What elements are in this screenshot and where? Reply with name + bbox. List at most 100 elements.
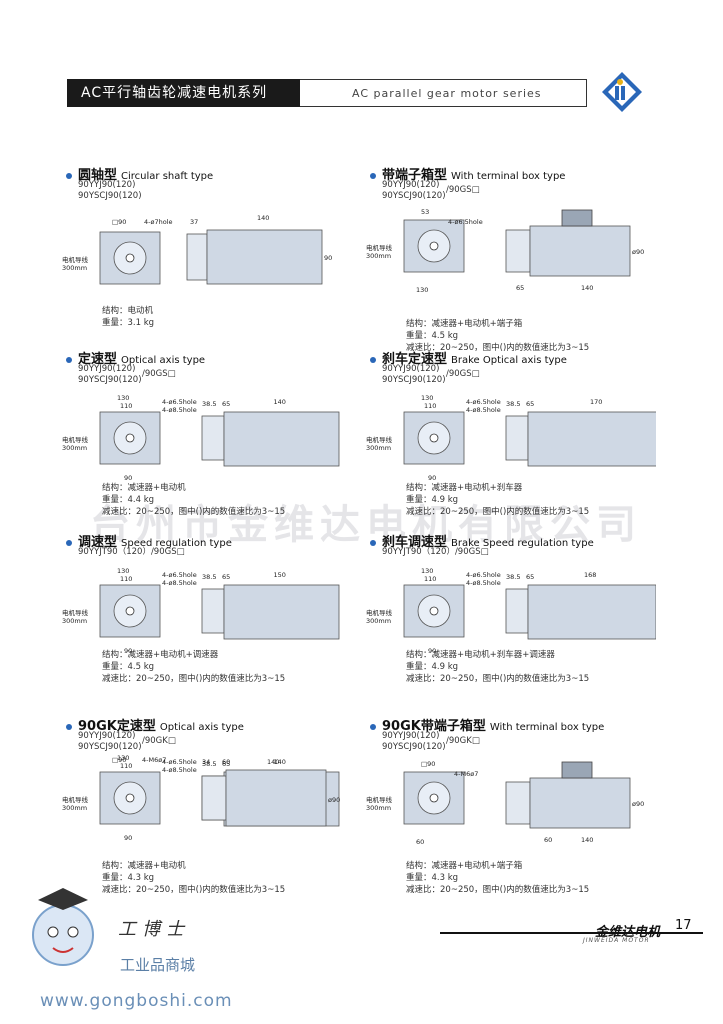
- series-title-en: AC parallel gear motor series: [300, 79, 587, 107]
- section-title-en: Brake Speed regulation type: [451, 538, 594, 549]
- svg-text:140: 140: [257, 214, 269, 222]
- gongboshi-mall: 工业品商城: [120, 956, 196, 974]
- svg-text:4-M6ø7: 4-M6ø7: [454, 770, 478, 778]
- bullet-icon: [66, 539, 72, 546]
- svg-text:□90: □90: [112, 756, 126, 764]
- spec-structure: 结构：减速器+电动机: [102, 861, 186, 871]
- gongboshi-name: 工博士: [118, 919, 190, 940]
- svg-text:60: 60: [416, 838, 424, 846]
- model-code: 90YYJT90（120）/90GS□: [382, 547, 489, 557]
- model-code: 90YSCJ90(120): [78, 375, 142, 385]
- svg-text:90: 90: [428, 647, 436, 655]
- svg-text:65: 65: [222, 400, 230, 408]
- svg-text:140: 140: [274, 758, 286, 766]
- spec-weight: 重量：3.1 kg: [102, 318, 155, 328]
- spec-weight: 重量：4.9 kg: [406, 662, 459, 672]
- footer-rule: [440, 932, 703, 934]
- spec-weight: 重量：4.3 kg: [102, 873, 155, 883]
- bullet-icon: [66, 723, 72, 730]
- section-title-en: Speed regulation type: [121, 538, 232, 549]
- svg-text:电机导线: 电机导线: [62, 255, 89, 264]
- section-title-cn: 90GK带端子箱型: [382, 719, 486, 734]
- svg-text:65: 65: [526, 400, 534, 408]
- svg-text:60: 60: [222, 758, 230, 766]
- section-title-en: Optical axis type: [159, 722, 244, 733]
- company-logo: [600, 70, 644, 114]
- section-title-en: Circular shaft type: [121, 171, 214, 182]
- svg-text:□90: □90: [421, 760, 435, 768]
- svg-text:4-ø8.5hole: 4-ø8.5hole: [162, 406, 197, 414]
- section-title-cn: 刹车定速型: [382, 352, 448, 367]
- page-number: 17: [675, 918, 692, 933]
- svg-text:37: 37: [190, 218, 198, 226]
- svg-text:130: 130: [117, 754, 129, 762]
- svg-text:130: 130: [421, 567, 433, 575]
- svg-text:电机导线: 电机导线: [366, 243, 393, 252]
- svg-text:60: 60: [544, 836, 552, 844]
- svg-text:4-ø8.5hole: 4-ø8.5hole: [466, 406, 501, 414]
- svg-text:150: 150: [274, 571, 286, 579]
- bullet-icon: [370, 539, 376, 546]
- spec-ratio: 减速比：20~250，图中()内的数值速比为3~15: [102, 674, 286, 684]
- bullet-icon: [370, 172, 376, 179]
- gongboshi-url[interactable]: www.gongboshi.com: [40, 991, 233, 1011]
- series-title-cn: AC平行轴齿轮减速电机系列: [67, 79, 300, 107]
- spec-ratio: 减速比：20~250，图中()内的数值速比为3~15: [406, 343, 590, 353]
- svg-text:90: 90: [124, 834, 132, 842]
- model-code: 90YSCJ90(120): [382, 742, 446, 752]
- svg-text:140: 140: [274, 398, 286, 406]
- spec-weight: 重量：4.5 kg: [406, 331, 459, 341]
- svg-text:300mm: 300mm: [62, 444, 87, 452]
- section-title-cn: 刹车调速型: [382, 535, 448, 550]
- bullet-icon: [66, 356, 72, 363]
- bullet-icon: [370, 356, 376, 363]
- svg-text:ø90: ø90: [632, 248, 644, 256]
- svg-text:ø90: ø90: [632, 800, 644, 808]
- model-suffix: /90GK□: [142, 736, 176, 746]
- svg-text:ø90: ø90: [328, 796, 340, 804]
- svg-text:300mm: 300mm: [366, 617, 391, 625]
- section-title-en: With terminal box type: [451, 171, 566, 182]
- model-code: 90YYJ90(120): [382, 731, 440, 741]
- svg-text:110: 110: [120, 575, 132, 583]
- svg-text:130: 130: [421, 394, 433, 402]
- section-title-cn: 调速型: [78, 535, 118, 550]
- model-code: 90YSCJ90(120): [78, 191, 142, 201]
- spec-structure: 结构：减速器+电动机+调速器: [102, 650, 219, 660]
- mascot-icon: [18, 880, 108, 980]
- section-title-cn: 90GK定速型: [78, 719, 156, 734]
- model-suffix: /90GS□: [446, 369, 480, 379]
- svg-text:110: 110: [424, 402, 436, 410]
- svg-text:4-ø6.5hole: 4-ø6.5hole: [162, 758, 197, 766]
- svg-text:38.5: 38.5: [202, 760, 216, 768]
- spec-structure: 结构：减速器+电动机+刹车器+调速器: [406, 650, 555, 660]
- section-title-cn: 圆轴型: [78, 168, 118, 183]
- svg-text:110: 110: [120, 402, 132, 410]
- model-code: 90YYJ90(120): [78, 180, 136, 190]
- svg-text:4-ø6.5hole: 4-ø6.5hole: [466, 398, 501, 406]
- svg-text:4-ø6.5hole: 4-ø6.5hole: [466, 571, 501, 579]
- model-suffix: /90GK□: [446, 736, 480, 746]
- spec-ratio: 减速比：20~250，图中()内的数值速比为3~15: [406, 885, 590, 895]
- svg-text:53: 53: [421, 208, 429, 216]
- svg-text:38.5: 38.5: [506, 573, 520, 581]
- model-code: 90YYJ90(120): [382, 364, 440, 374]
- svg-text:38.5: 38.5: [202, 400, 216, 408]
- svg-text:65: 65: [526, 573, 534, 581]
- svg-text:110: 110: [424, 575, 436, 583]
- bullet-icon: [370, 723, 376, 730]
- svg-text:4-ø8.5hole: 4-ø8.5hole: [162, 579, 197, 587]
- spec-structure: 结构：电动机: [102, 306, 154, 316]
- footer-brand: 金维达电机: [595, 925, 661, 940]
